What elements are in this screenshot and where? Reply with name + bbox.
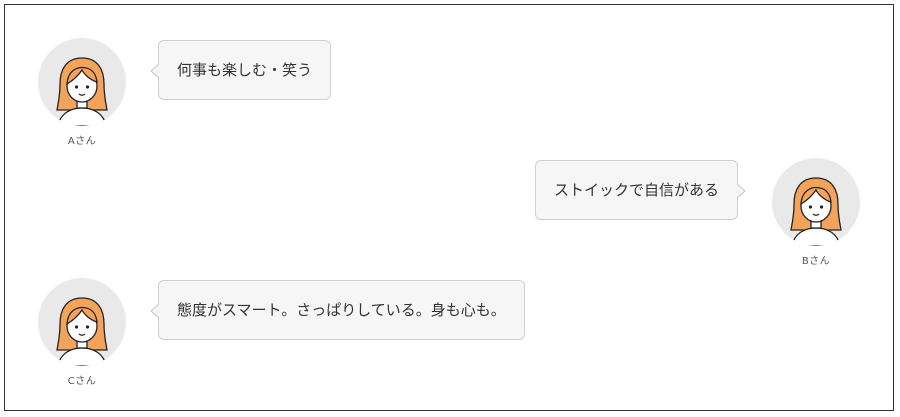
speaker-a: Aさん	[38, 38, 126, 147]
avatar	[38, 278, 126, 366]
chat-message-c: Cさん 態度がスマート。さっぱりしている。身も心も。	[38, 278, 598, 388]
woman-avatar-icon	[56, 297, 108, 366]
message-text: 何事も楽しむ・笑う	[177, 61, 313, 79]
message-text: 態度がスマート。さっぱりしている。身も心も。	[177, 301, 506, 319]
speaker-c: Cさん	[38, 278, 126, 387]
speaker-name: Bさん	[801, 256, 831, 267]
speech-bubble: 何事も楽しむ・笑う	[149, 40, 332, 100]
speaker-b: Bさん	[772, 158, 860, 267]
chat-message-a: Aさん 何事も楽しむ・笑う	[38, 38, 438, 148]
woman-avatar-icon	[790, 177, 842, 246]
avatar	[772, 158, 860, 246]
woman-avatar-icon	[56, 57, 108, 126]
avatar	[38, 38, 126, 126]
chat-frame: Aさん 何事も楽しむ・笑う ストイックで自信がある	[4, 4, 894, 411]
speech-bubble: 態度がスマート。さっぱりしている。身も心も。	[150, 280, 525, 340]
chat-message-b: ストイックで自信がある Bさん	[460, 158, 860, 268]
speech-bubble: ストイックで自信がある	[534, 160, 747, 220]
message-text: ストイックで自信がある	[553, 181, 719, 199]
speaker-name: Aさん	[67, 136, 97, 147]
speaker-name: Cさん	[67, 376, 97, 387]
